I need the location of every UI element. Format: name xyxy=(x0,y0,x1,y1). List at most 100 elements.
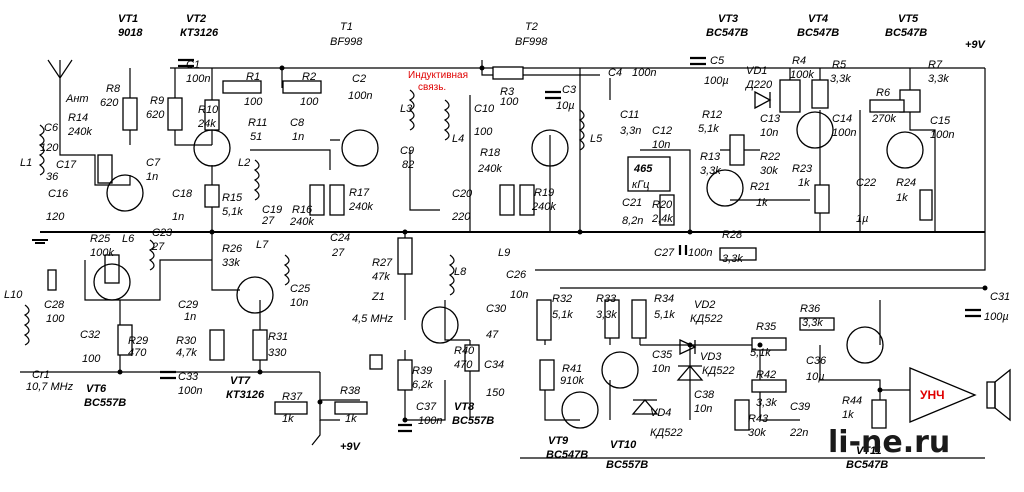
label-r30: R30 xyxy=(176,335,197,347)
label-r28: R28 xyxy=(722,229,743,241)
label-cr1v: 10,7 MHz xyxy=(26,381,74,393)
inductive-note-line2: связь. xyxy=(418,82,446,93)
label-r13v: 3,3k xyxy=(700,165,721,177)
label-t2v: BF998 xyxy=(515,36,548,48)
label-r7v: 3,3k xyxy=(928,73,949,85)
label-c36v: 10µ xyxy=(806,371,825,383)
label-vt3v: BC547B xyxy=(706,27,748,39)
label-r18: R18 xyxy=(480,147,501,159)
label-c18v: 1n xyxy=(172,211,184,223)
label-r44v: 1k xyxy=(842,409,854,421)
label-c22v: 1µ xyxy=(856,213,868,225)
label-c6v: 120 xyxy=(40,142,59,154)
label-r4v: 100k xyxy=(790,69,814,81)
label-r29v: 470 xyxy=(128,347,147,359)
label-r2: R2 xyxy=(302,71,316,83)
label-r19v: 240k xyxy=(531,201,556,213)
label-c29: C29 xyxy=(178,299,198,311)
label-f465u: кГц xyxy=(632,179,649,191)
label-c25v: 10n xyxy=(290,297,308,309)
label-r37: R37 xyxy=(282,391,303,403)
label-r32v: 5,1k xyxy=(552,309,573,321)
label-r38v: 1k xyxy=(345,413,357,425)
label-r5: R5 xyxy=(832,59,847,71)
label-r42v: 3,3k xyxy=(756,397,777,409)
label-l3: L3 xyxy=(400,103,413,115)
label-r22v: 30k xyxy=(760,165,778,177)
label-r36v: 3,3k xyxy=(802,317,823,329)
label-vt4: VT4 xyxy=(808,13,828,25)
label-r1v: 100 xyxy=(244,96,263,108)
label-r3: R3 xyxy=(500,86,515,98)
label-r41: R41 xyxy=(562,363,582,375)
label-r10v: 24k xyxy=(197,118,216,130)
label-vt1v: 9018 xyxy=(118,27,143,39)
label-c1v: 100n xyxy=(186,73,210,85)
label-vt4v: BC547B xyxy=(797,27,839,39)
label-c34: C34 xyxy=(484,359,504,371)
label-l8: L8 xyxy=(454,266,467,278)
label-c5v: 100µ xyxy=(704,75,729,87)
label-c30v: 47 xyxy=(486,329,499,341)
label-vt7v: КТ3126 xyxy=(226,389,265,401)
label-c4: C4 xyxy=(608,67,622,79)
label-c19v: 27 xyxy=(261,215,275,227)
amp-label: УНЧ xyxy=(920,388,945,402)
label-r7: R7 xyxy=(928,59,943,71)
label-c35v: 10n xyxy=(652,363,670,375)
label-c36: C36 xyxy=(806,355,827,367)
label-l6: L6 xyxy=(122,233,135,245)
label-vt8: VT8 xyxy=(454,401,475,413)
label-r6v: 270k xyxy=(871,113,896,125)
label-c22: C22 xyxy=(856,177,876,189)
label-c30: C30 xyxy=(486,303,507,315)
label-r16: R16 xyxy=(292,204,313,216)
wires xyxy=(20,56,1011,459)
label-c11v: 3,3n xyxy=(620,125,641,137)
inductive-note-line1: Индуктивная xyxy=(408,70,468,81)
label-f465: 465 xyxy=(633,163,653,175)
label-c24v: 27 xyxy=(331,247,345,259)
label-z1: Z1 xyxy=(371,291,385,303)
label-r21: R21 xyxy=(750,181,770,193)
label-c11: C11 xyxy=(620,109,639,121)
label-r17v: 240k xyxy=(348,201,373,213)
label-r43v: 30k xyxy=(748,427,766,439)
label-c32: C32 xyxy=(80,329,100,341)
label-c7v: 1n xyxy=(146,171,158,183)
label-c2v: 100n xyxy=(348,90,372,102)
label-c15v: 100n xyxy=(930,129,954,141)
label-c31: C31 xyxy=(990,291,1010,303)
label-l4: L4 xyxy=(452,133,464,145)
label-r29: R29 xyxy=(128,335,148,347)
label-r4: R4 xyxy=(792,55,806,67)
label-c3v: 10µ xyxy=(556,100,575,112)
label-c35: C35 xyxy=(652,349,673,361)
label-r24v: 1k xyxy=(896,192,908,204)
label-vd1v: Д220 xyxy=(744,79,773,91)
label-c28: C28 xyxy=(44,299,65,311)
label-r16v: 240k xyxy=(289,216,314,228)
label-l9: L9 xyxy=(498,247,510,259)
label-c25: C25 xyxy=(290,283,311,295)
label-c2: C2 xyxy=(352,73,366,85)
label-r20v: 2,4k xyxy=(651,213,673,225)
label-c17: C17 xyxy=(56,159,77,171)
label-c1: C1 xyxy=(186,59,200,71)
label-r33: R33 xyxy=(596,293,617,305)
label-vd3v: КД522 xyxy=(702,365,735,377)
label-r33v: 3,3k xyxy=(596,309,617,321)
label-r15: R15 xyxy=(222,192,243,204)
label-c5: C5 xyxy=(710,55,725,67)
label-vd3: VD3 xyxy=(700,351,722,363)
label-vt5v: BC547B xyxy=(885,27,927,39)
label-r14: R14 xyxy=(68,112,88,124)
label-l2: L2 xyxy=(238,157,250,169)
label-r9: R9 xyxy=(150,95,164,107)
label-vt6v: BC557B xyxy=(84,397,126,409)
label-c20v: 220 xyxy=(451,211,471,223)
label-c26: C26 xyxy=(506,269,527,281)
label-c7: C7 xyxy=(146,157,161,169)
label-c8: C8 xyxy=(290,117,305,129)
label-vt11v: BC547B xyxy=(846,459,888,471)
